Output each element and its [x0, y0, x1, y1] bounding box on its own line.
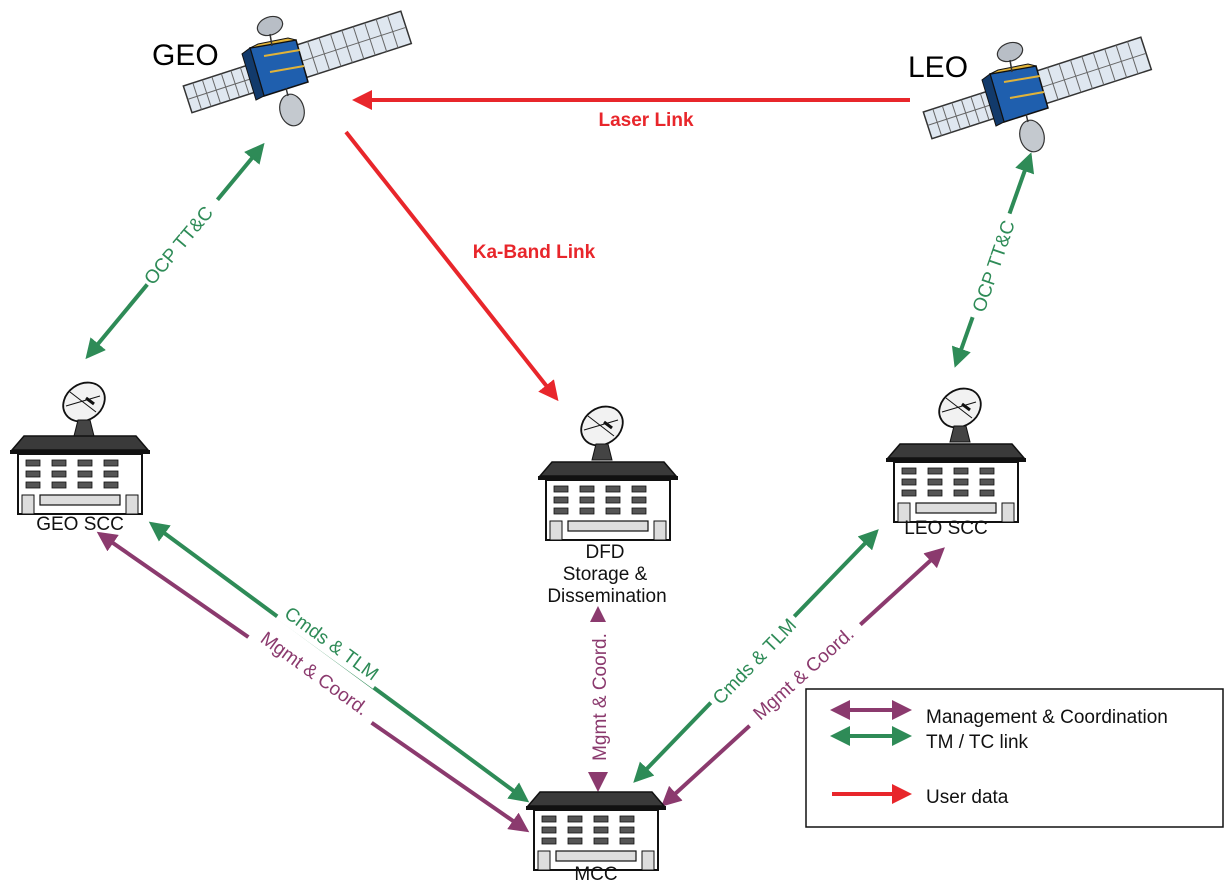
leo-scc-station-icon [885, 379, 1027, 523]
laser-link-label: Laser Link [598, 110, 693, 131]
mcc-building-icon [525, 791, 667, 871]
dfd-mgmt-coord-label: Mgmt & Coord. [590, 633, 611, 761]
leo-satellite-label: LEO [908, 51, 968, 84]
legend-management-label: Management & Coordination [926, 707, 1168, 728]
geo-satellite-label: GEO [152, 39, 219, 72]
legend-user-data-label: User data [926, 787, 1009, 808]
leo-scc-label: LEO SCC [904, 518, 987, 539]
geo-scc-station-icon [9, 373, 151, 515]
ocp-ttc-left-label: OCP TT&C [140, 203, 217, 290]
geo-scc-label: GEO SCC [36, 514, 124, 535]
dfd-station-icon [537, 397, 679, 541]
legend-tmtc-label: TM / TC link [926, 732, 1029, 753]
dfd-label-line1: DFD [585, 542, 624, 563]
ka-band-link-arrow [344, 130, 559, 402]
dfd-label-line2: Storage & [563, 564, 648, 585]
ka-band-link-label: Ka-Band Link [473, 242, 596, 263]
mcc-label: MCC [574, 864, 617, 884]
legend: Management & Coordination TM / TC link U… [805, 688, 1224, 828]
dfd-label-line3: Dissemination [547, 586, 666, 607]
